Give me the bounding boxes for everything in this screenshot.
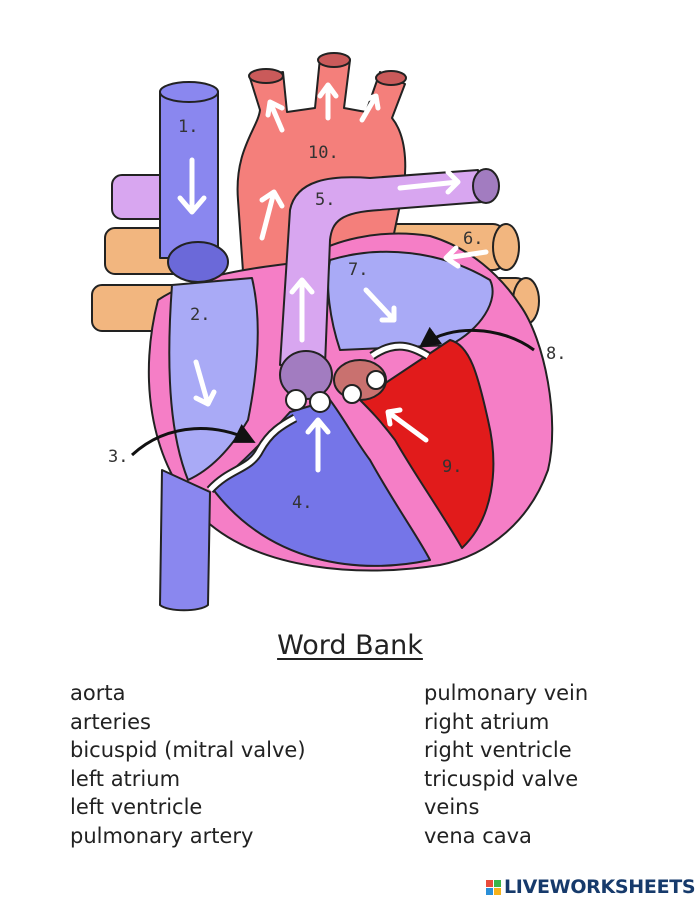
label-9: 9. <box>442 457 462 477</box>
word-bank-item: bicuspid (mitral valve) <box>70 738 306 762</box>
label-1: 1. <box>178 117 198 137</box>
word-bank-item: aorta <box>70 681 126 705</box>
word-bank-item: tricuspid valve <box>424 766 579 791</box>
label-6: 6. <box>463 229 483 249</box>
word-bank-item: veins <box>424 795 480 819</box>
pointer-3 <box>130 424 256 457</box>
word-bank-title: Word Bank <box>277 630 423 661</box>
pulmonary-valve <box>279 350 333 400</box>
pulmonary-artery-shape <box>279 169 483 366</box>
label-5: 5. <box>315 190 335 210</box>
word-bank-item: left atrium <box>70 766 181 791</box>
liveworksheets-logo-icon <box>486 879 501 895</box>
left-atrium <box>327 250 494 351</box>
word-bank-left-column: aorta arteries bicuspid (mitral valve) l… <box>70 679 306 850</box>
word-bank-item: right atrium <box>424 709 550 734</box>
heart-diagram: 1. 2. 3. 4. 5. 6. 7. 8. 9. 10. <box>91 52 566 612</box>
label-7: 7. <box>348 260 368 280</box>
word-bank-item: arteries <box>70 709 151 734</box>
word-bank-item: right ventricle <box>424 738 572 762</box>
label-10: 10. <box>308 143 339 163</box>
label-4: 4. <box>292 493 312 513</box>
word-bank-item: vena cava <box>424 823 532 848</box>
brand-text: LIVEWORKSHEETS <box>504 876 696 898</box>
left-ventricle <box>359 339 495 549</box>
word-bank-item: pulmonary vein <box>424 681 589 705</box>
word-bank-item: left ventricle <box>70 795 203 819</box>
label-2: 2. <box>190 305 210 325</box>
word-bank-item: pulmonary artery <box>70 823 254 848</box>
label-3: 3. <box>108 447 128 467</box>
label-8: 8. <box>546 344 566 364</box>
word-bank-right-column: pulmonary vein right atrium right ventri… <box>424 679 588 850</box>
superior-vena-cava <box>159 82 219 259</box>
liveworksheets-logo[interactable]: LIVEWORKSHEETS <box>486 876 696 898</box>
pointer-8 <box>418 326 535 352</box>
inferior-vena-cava <box>159 469 211 612</box>
